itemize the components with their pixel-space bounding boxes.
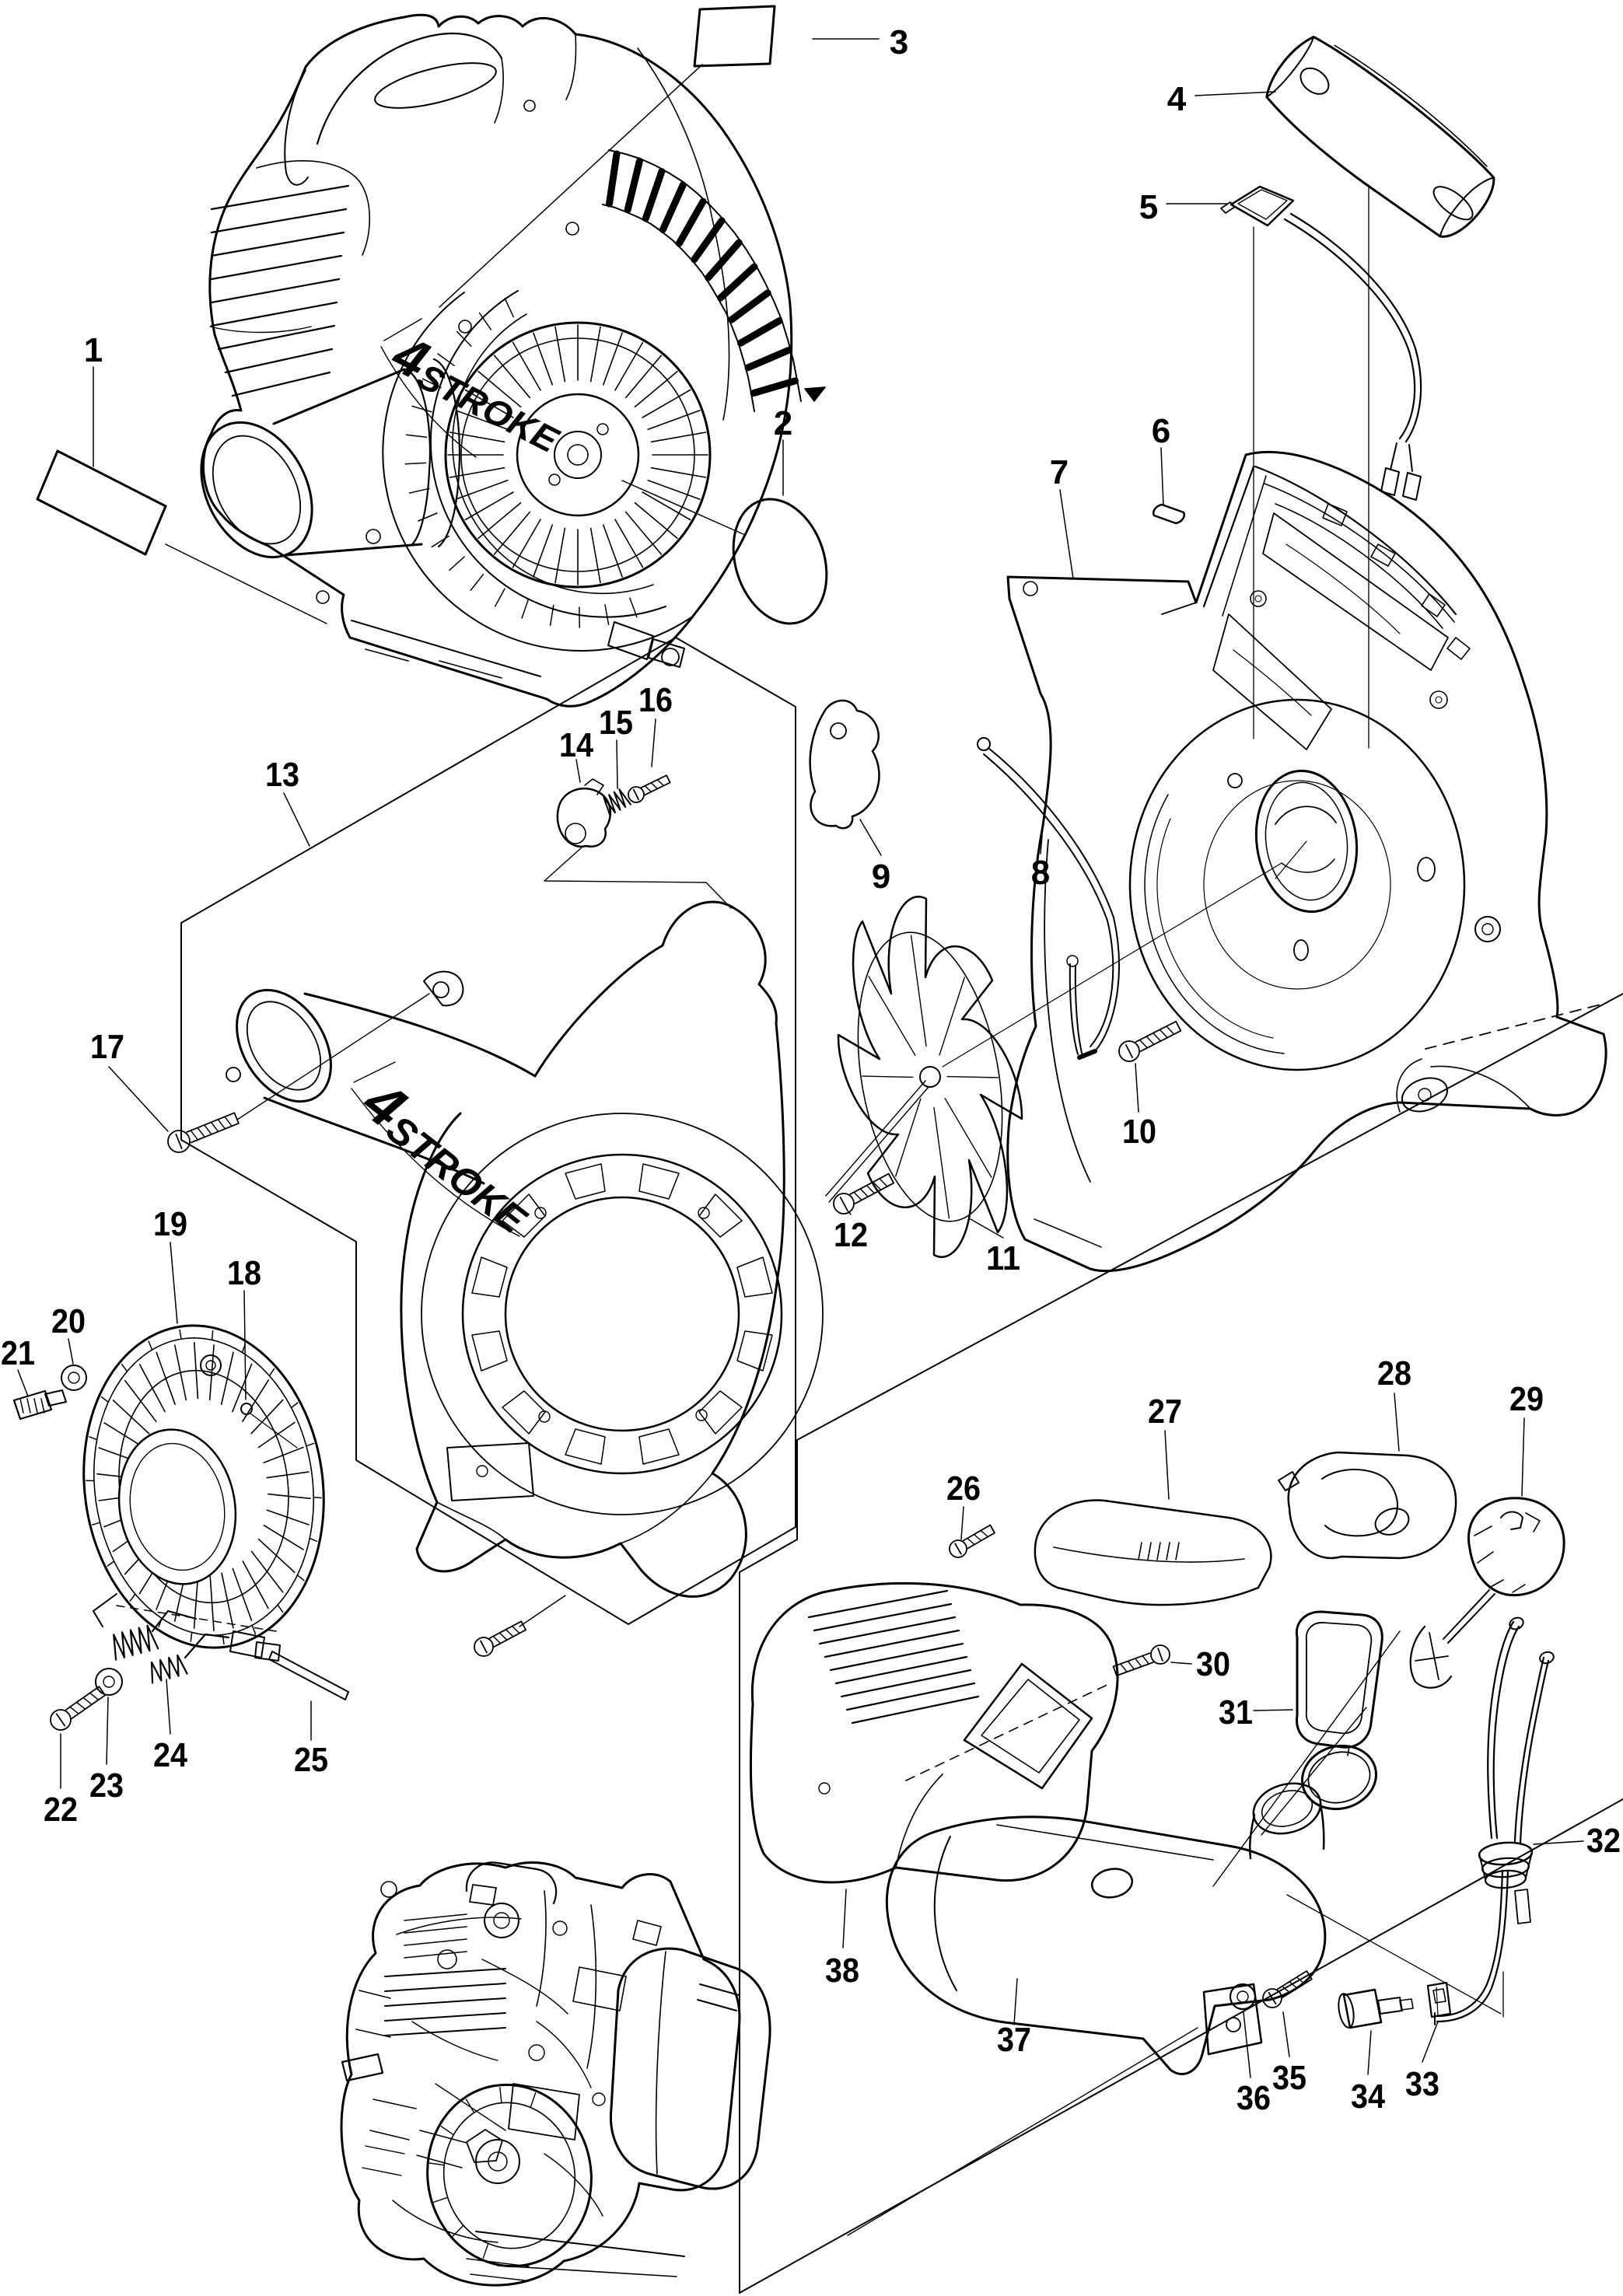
svg-text:20: 20 xyxy=(51,1302,86,1340)
svg-text:26: 26 xyxy=(946,1470,981,1508)
svg-text:19: 19 xyxy=(153,1205,187,1243)
svg-text:10: 10 xyxy=(1122,1113,1156,1151)
svg-text:1: 1 xyxy=(84,331,103,369)
svg-text:31: 31 xyxy=(1219,1693,1253,1732)
svg-text:13: 13 xyxy=(265,756,299,794)
svg-text:5: 5 xyxy=(1139,188,1158,226)
svg-text:23: 23 xyxy=(89,1767,124,1805)
svg-text:15: 15 xyxy=(599,704,633,742)
svg-text:9: 9 xyxy=(872,858,890,896)
svg-text:27: 27 xyxy=(1148,1393,1182,1431)
svg-text:37: 37 xyxy=(997,2021,1031,2059)
svg-text:25: 25 xyxy=(294,1741,328,1779)
svg-text:18: 18 xyxy=(227,1254,261,1292)
svg-text:24: 24 xyxy=(153,1736,187,1774)
svg-text:33: 33 xyxy=(1405,2065,1439,2103)
svg-text:12: 12 xyxy=(834,1216,868,1254)
svg-text:38: 38 xyxy=(825,1952,859,1990)
svg-text:22: 22 xyxy=(44,1791,78,1829)
svg-text:16: 16 xyxy=(638,681,673,719)
svg-text:30: 30 xyxy=(1196,1645,1230,1683)
svg-text:32: 32 xyxy=(1586,1822,1621,1860)
svg-text:35: 35 xyxy=(1272,2059,1306,2097)
svg-text:36: 36 xyxy=(1236,2079,1271,2117)
svg-text:11: 11 xyxy=(986,1239,1020,1277)
svg-text:6: 6 xyxy=(1152,412,1170,450)
svg-text:4: 4 xyxy=(1167,80,1187,118)
svg-text:29: 29 xyxy=(1509,1380,1544,1418)
svg-text:21: 21 xyxy=(1,1334,35,1372)
svg-text:28: 28 xyxy=(1377,1354,1411,1393)
svg-text:14: 14 xyxy=(559,726,593,764)
svg-text:17: 17 xyxy=(90,1028,124,1066)
svg-text:7: 7 xyxy=(1050,453,1069,491)
svg-text:3: 3 xyxy=(890,23,908,61)
svg-text:34: 34 xyxy=(1351,2078,1385,2116)
